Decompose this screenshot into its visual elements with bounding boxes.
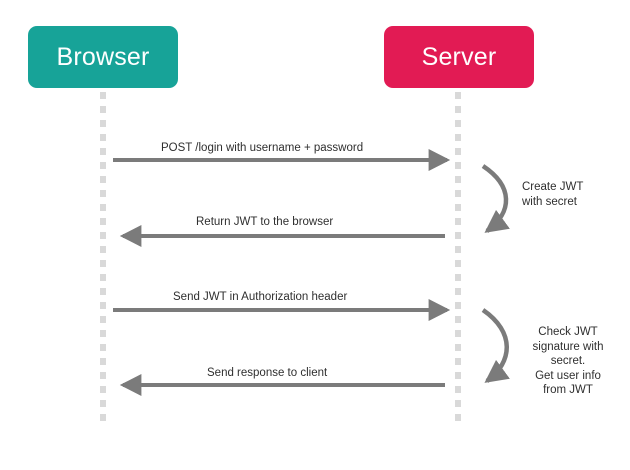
msg-label-2: Return JWT to the browser bbox=[196, 216, 334, 228]
lifeline-server bbox=[455, 92, 461, 428]
lifeline-dash bbox=[100, 344, 106, 351]
lifeline-dash bbox=[455, 204, 461, 211]
lifeline-dash bbox=[100, 92, 106, 99]
lifeline-dash bbox=[455, 106, 461, 113]
lifeline-dash bbox=[455, 120, 461, 127]
lifeline-dash bbox=[100, 302, 106, 309]
msg-label-3: Send JWT in Authorization header bbox=[173, 291, 348, 303]
lifeline-dash bbox=[100, 316, 106, 323]
lifeline-dash bbox=[455, 414, 461, 421]
lifeline-dash bbox=[455, 218, 461, 225]
lifeline-dash bbox=[100, 246, 106, 253]
note-label-check-jwt: Check JWT signature with secret. Get use… bbox=[518, 325, 618, 398]
lifeline-dash bbox=[100, 288, 106, 295]
note-1-line-2: with secret bbox=[522, 195, 577, 208]
msg-label-1: POST /login with username + password bbox=[161, 142, 364, 154]
lifeline-dash bbox=[100, 330, 106, 337]
lifeline-dash bbox=[100, 218, 106, 225]
lifeline-dash bbox=[100, 176, 106, 183]
self-loop-note-2 bbox=[481, 308, 510, 383]
msg-label-4: Send response to client bbox=[207, 367, 328, 379]
lifeline-dash bbox=[455, 344, 461, 351]
note-2-line-3: secret. bbox=[550, 355, 586, 367]
lifeline-dash bbox=[455, 302, 461, 309]
lifeline-dash bbox=[455, 400, 461, 407]
note-2-line-4: Get user info bbox=[535, 369, 601, 382]
lifeline-dash bbox=[455, 274, 461, 281]
lifeline-dash bbox=[455, 134, 461, 141]
lifeline-dash bbox=[455, 148, 461, 155]
lifeline-dash bbox=[100, 204, 106, 211]
lifeline-dash bbox=[455, 92, 461, 99]
note-2-line-2: signature with bbox=[532, 340, 604, 353]
actor-box-server: Server bbox=[384, 26, 534, 88]
lifeline-dash bbox=[100, 106, 106, 113]
lifeline-dash bbox=[455, 176, 461, 183]
lifeline-dash bbox=[100, 148, 106, 155]
lifeline-browser bbox=[100, 92, 106, 428]
self-loop-note-1 bbox=[481, 164, 510, 233]
actor-label-browser: Browser bbox=[56, 42, 150, 71]
lifeline-dash bbox=[455, 386, 461, 393]
actor-box-browser: Browser bbox=[28, 26, 178, 88]
actor-label-server: Server bbox=[421, 42, 497, 71]
lifeline-dash bbox=[100, 386, 106, 393]
lifeline-dash bbox=[455, 372, 461, 379]
lifeline-dash bbox=[100, 134, 106, 141]
lifeline-dash bbox=[455, 288, 461, 295]
lifeline-dash bbox=[100, 400, 106, 407]
note-2-line-1: Check JWT bbox=[538, 326, 598, 338]
lifeline-dash bbox=[455, 358, 461, 365]
lifeline-dash bbox=[100, 358, 106, 365]
lifeline-dash bbox=[100, 260, 106, 267]
lifeline-dash bbox=[100, 162, 106, 169]
lifeline-dash bbox=[455, 316, 461, 323]
lifeline-dash bbox=[455, 232, 461, 239]
note-1-line-1: Create JWT bbox=[522, 181, 584, 193]
lifeline-dash bbox=[100, 274, 106, 281]
lifeline-dash bbox=[100, 190, 106, 197]
note-2-line-5: from JWT bbox=[543, 384, 593, 396]
lifeline-dash bbox=[455, 260, 461, 267]
lifeline-dash bbox=[100, 414, 106, 421]
lifeline-dash bbox=[455, 190, 461, 197]
lifeline-dash bbox=[100, 120, 106, 127]
lifeline-dash bbox=[100, 232, 106, 239]
lifeline-dash bbox=[455, 246, 461, 253]
note-label-create-jwt: Create JWT with secret bbox=[522, 180, 614, 209]
lifeline-dash bbox=[100, 372, 106, 379]
lifeline-dash bbox=[455, 330, 461, 337]
lifeline-dash bbox=[455, 162, 461, 169]
